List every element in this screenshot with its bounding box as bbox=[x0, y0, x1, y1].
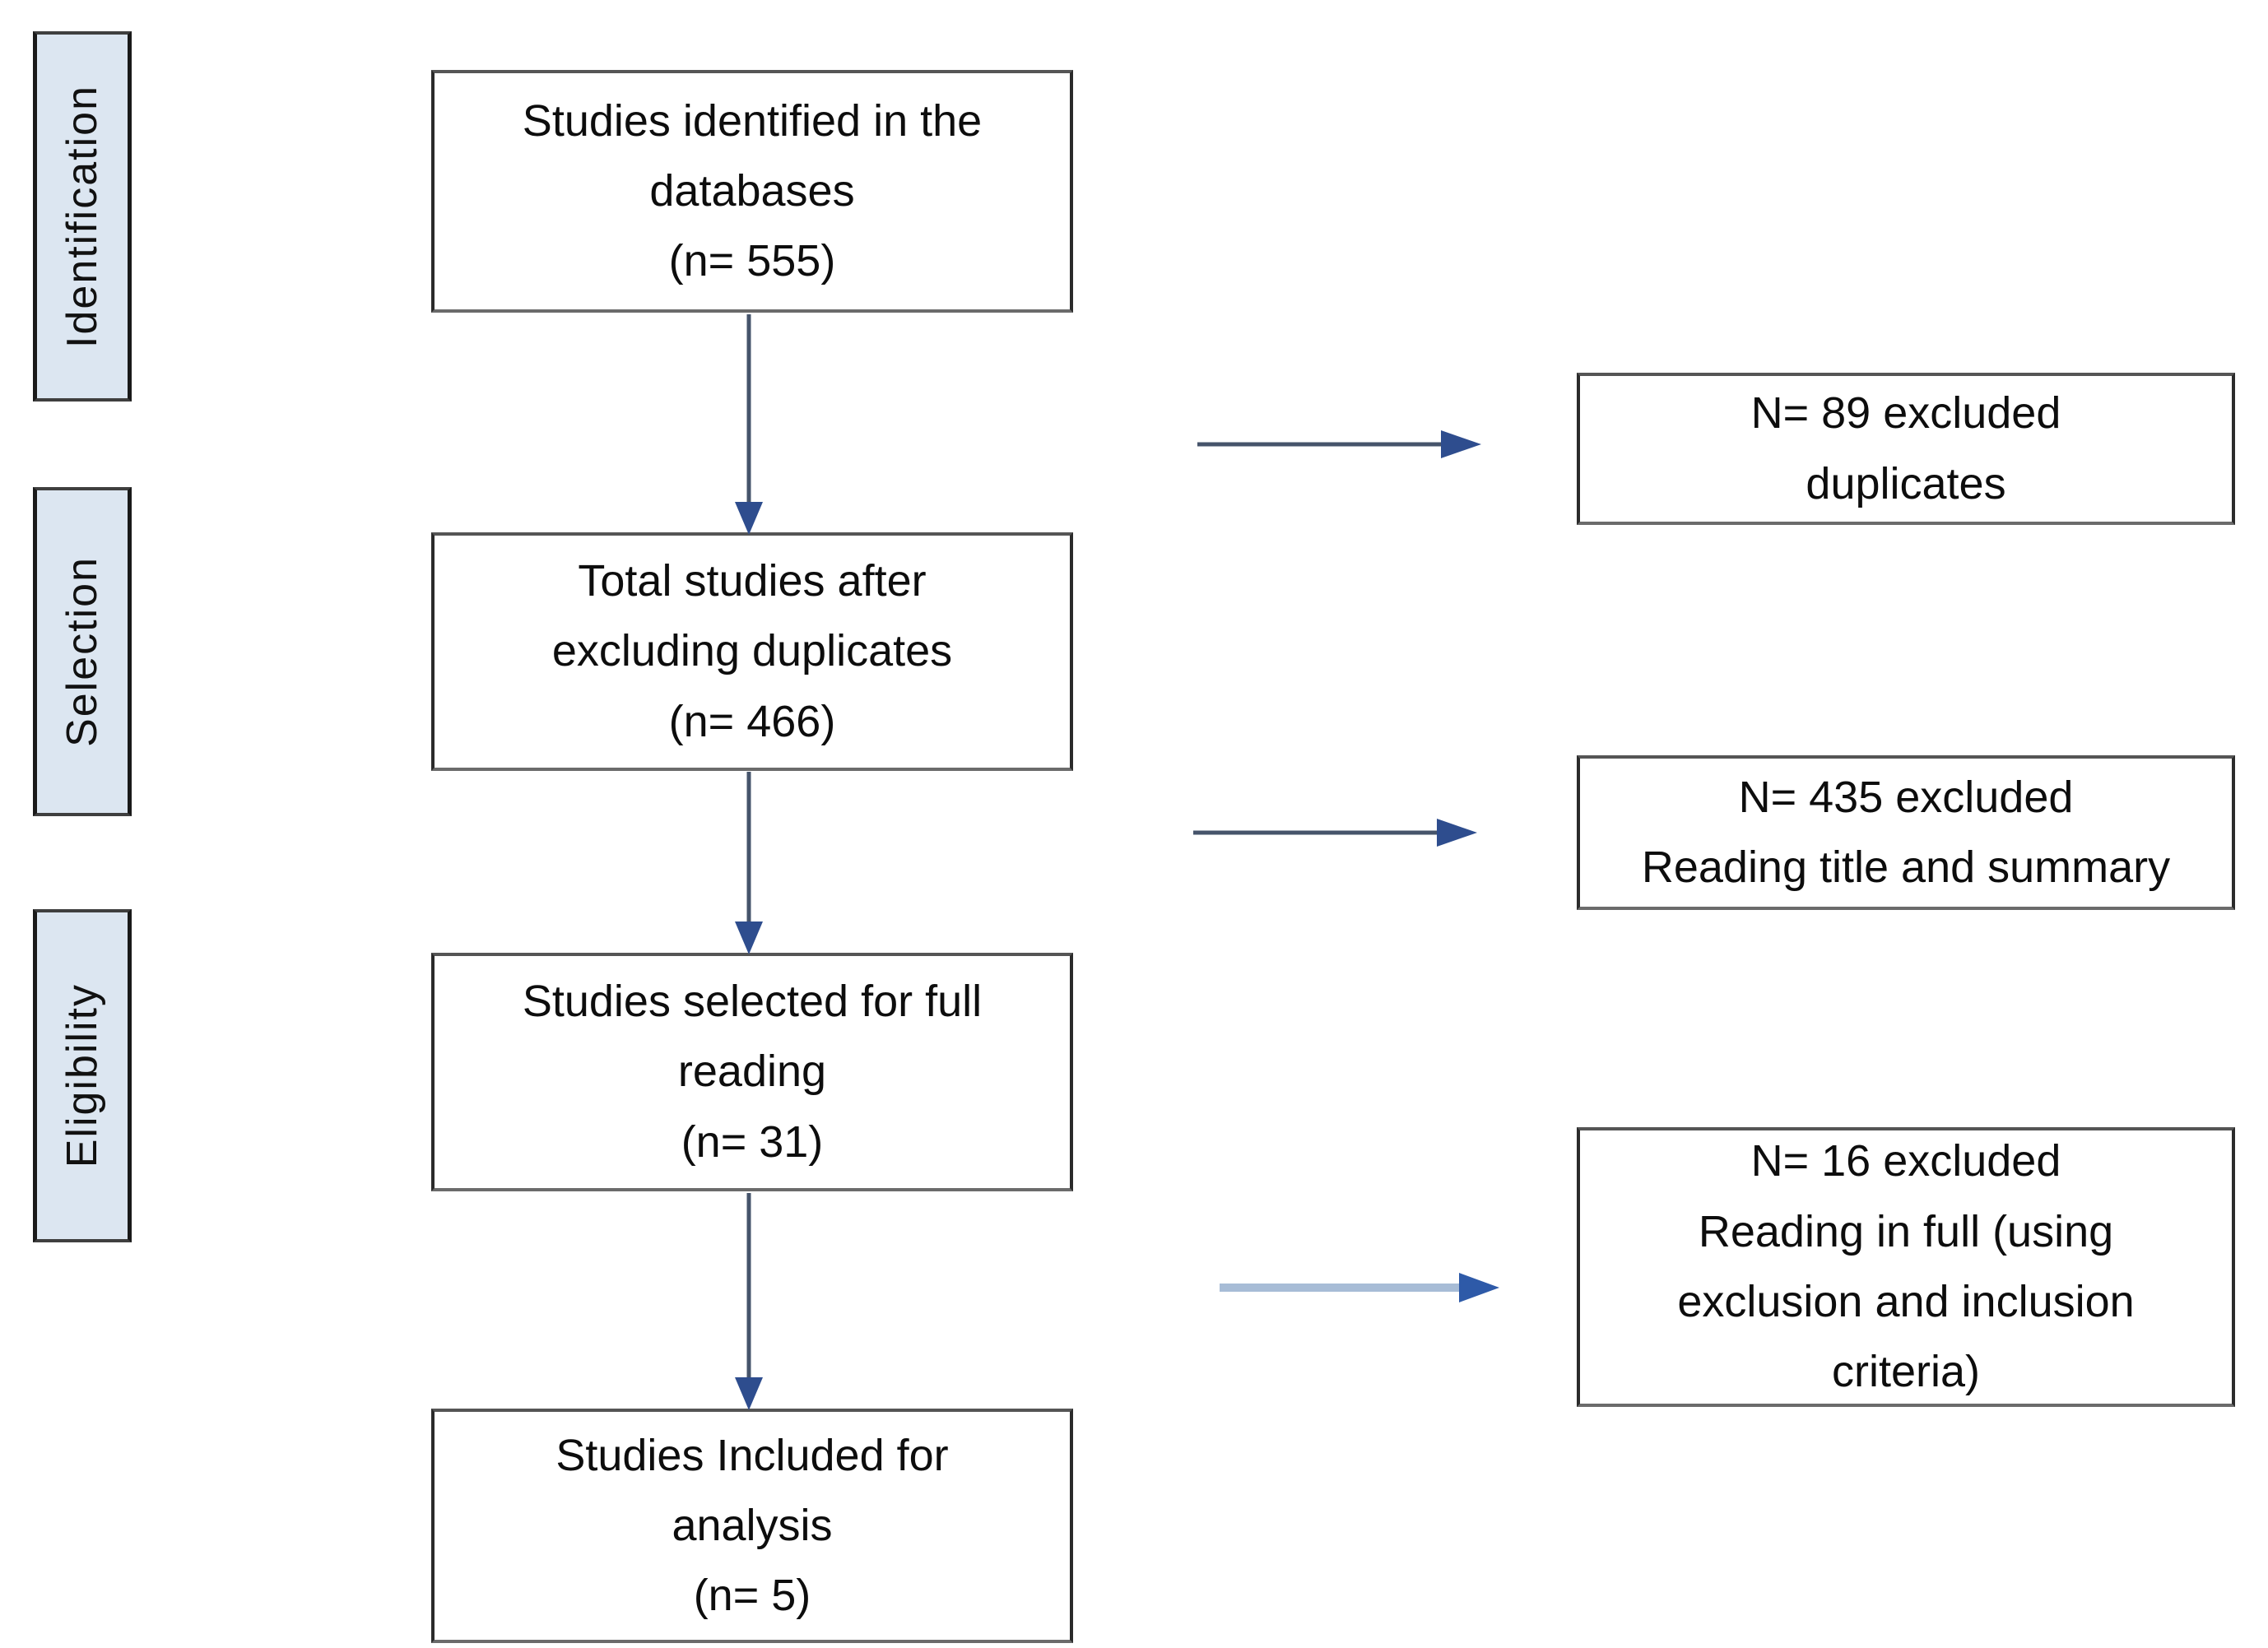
flow-box-included: Studies Included for analysis (n= 5) bbox=[431, 1409, 1073, 1643]
arrow-identified-to-after-duplicates bbox=[724, 314, 774, 535]
exclusion-box-full-text: N= 16 excluded Reading in full (using ex… bbox=[1577, 1127, 2235, 1407]
flow-box-after-duplicates: Total studies after excluding duplicates… bbox=[431, 532, 1073, 771]
flow-box-full-reading-line-2: reading bbox=[677, 1047, 827, 1097]
flow-box-after-duplicates-line-1: Total studies after bbox=[578, 556, 927, 606]
stage-label-eligibility-text: Eligibility bbox=[58, 983, 106, 1168]
flow-box-full-reading: Studies selected for full reading (n= 31… bbox=[431, 953, 1073, 1191]
flow-box-included-line-2: analysis bbox=[672, 1500, 833, 1550]
stage-label-selection: Selection bbox=[33, 487, 132, 816]
exclusion-box-title-summary-line-2: Reading title and summary bbox=[1641, 843, 2171, 892]
exclusion-box-duplicates-line-2: duplicates bbox=[1806, 458, 2006, 508]
flow-box-after-duplicates-line-3: (n= 466) bbox=[668, 696, 836, 746]
stage-label-identification: Identification bbox=[33, 31, 132, 402]
arrow-to-excluded-title-summary bbox=[1193, 808, 1477, 857]
flow-box-identified: Studies identified in the databases (n= … bbox=[431, 70, 1073, 313]
flow-box-full-reading-line-1: Studies selected for full bbox=[522, 977, 983, 1027]
flow-box-after-duplicates-line-2: excluding duplicates bbox=[551, 626, 953, 676]
arrow-to-excluded-full-text bbox=[1220, 1263, 1499, 1312]
stage-label-selection-text: Selection bbox=[58, 556, 106, 747]
exclusion-box-full-text-line-2: Reading in full (using bbox=[1698, 1206, 2114, 1256]
exclusion-box-full-text-line-3: exclusion and inclusion bbox=[1677, 1277, 2135, 1326]
exclusion-box-duplicates: N= 89 excluded duplicates bbox=[1577, 373, 2235, 525]
flow-box-identified-line-2: databases bbox=[649, 165, 855, 216]
stage-label-eligibility: Eligibility bbox=[33, 909, 132, 1242]
arrow-to-excluded-duplicates bbox=[1197, 420, 1481, 469]
exclusion-box-full-text-line-1: N= 16 excluded bbox=[1750, 1136, 2061, 1186]
exclusion-box-full-text-line-4: criteria) bbox=[1831, 1347, 1980, 1397]
flow-box-included-line-1: Studies Included for bbox=[555, 1430, 949, 1480]
exclusion-box-title-summary: N= 435 excluded Reading title and summar… bbox=[1577, 755, 2235, 910]
flow-box-included-line-3: (n= 5) bbox=[693, 1571, 811, 1621]
exclusion-box-title-summary-line-1: N= 435 excluded bbox=[1738, 772, 2074, 822]
flow-box-identified-line-3: (n= 555) bbox=[668, 236, 836, 286]
arrow-after-duplicates-to-full-reading bbox=[724, 772, 774, 954]
exclusion-box-duplicates-line-1: N= 89 excluded bbox=[1750, 388, 2061, 439]
flow-box-identified-line-1: Studies identified in the bbox=[522, 95, 983, 146]
flow-box-full-reading-line-3: (n= 31) bbox=[681, 1116, 824, 1167]
stage-label-identification-text: Identification bbox=[58, 85, 106, 348]
arrow-full-reading-to-included bbox=[724, 1193, 774, 1410]
